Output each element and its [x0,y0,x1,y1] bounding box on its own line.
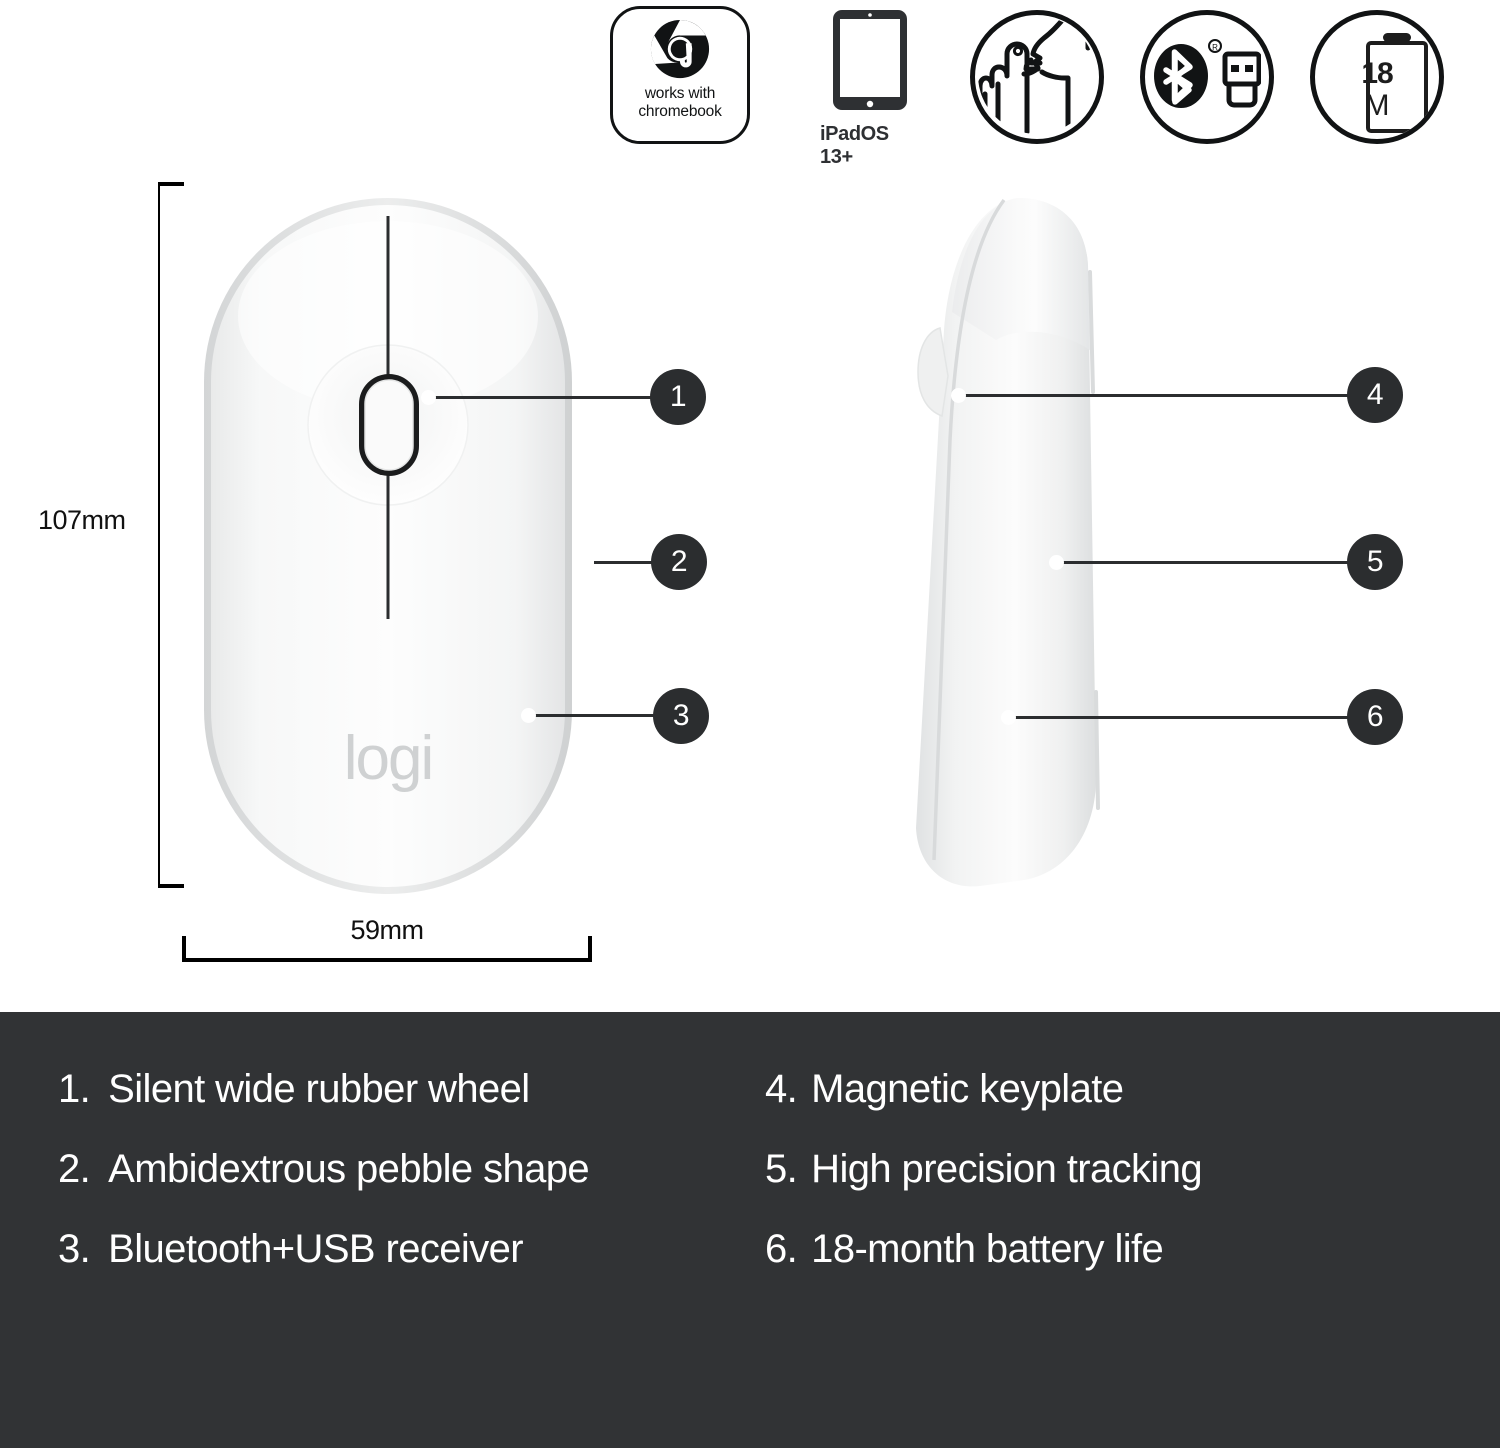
caption-item-4: 4. Magnetic keyplate [765,1064,1405,1114]
callout-5-anchor-dot [1049,555,1064,570]
caption-3-text: Bluetooth+USB receiver [108,1227,523,1271]
caption-item-2: 2. Ambidextrous pebble shape [58,1144,758,1194]
callout-1-anchor-dot [421,390,436,405]
callout-1[interactable]: 1 [650,369,706,425]
caption-6-number: 6. [765,1227,798,1271]
width-dimension-label: 59mm [350,915,424,945]
callout-6-anchor-dot [1001,710,1016,725]
caption-4-text: Magnetic keyplate [811,1067,1124,1111]
width-dimension-bracket [182,936,592,962]
callout-6-leader-line [1010,716,1350,719]
battery-icon: 18 M [1361,33,1429,133]
silent-shush-face-icon [976,15,1098,139]
caption-2-number: 2. [58,1147,91,1191]
callout-3-anchor-dot [521,708,536,723]
callout-4[interactable]: 4 [1347,367,1403,423]
callout-6[interactable]: 6 [1347,689,1403,745]
callout-5[interactable]: 5 [1347,534,1403,590]
compatibility-badge-strip: works with chromebook iPadOS 13+ [0,0,1500,168]
callout-4-leader-line [960,394,1350,397]
badge-silent-clicks [970,10,1104,144]
svg-text:R: R [1212,43,1218,52]
caption-3-number: 3. [58,1227,91,1271]
caption-1-number: 1. [58,1067,91,1111]
caption-item-3: 3. Bluetooth+USB receiver [58,1224,758,1274]
svg-text:logi: logi [344,724,433,793]
caption-column-left: 1. Silent wide rubber wheel 2. Ambidextr… [58,1064,758,1304]
caption-1-text: Silent wide rubber wheel [108,1067,530,1111]
caption-item-5: 5. High precision tracking [765,1144,1405,1194]
caption-2-text: Ambidextrous pebble shape [108,1147,590,1191]
mouse-side-view [900,180,1120,900]
mouse-top-view: logi [202,196,574,896]
callout-3[interactable]: 3 [653,688,709,744]
caption-item-6: 6. 18-month battery life [765,1224,1405,1274]
badge-battery-life: 18 M [1310,10,1444,144]
badge-bluetooth-usb: R [1140,10,1274,144]
callout-5-leader-line [1058,561,1350,564]
chrome-logo-icon [649,18,711,85]
logi-brand-mark: logi [344,724,435,793]
badge-ipados-label: iPadOS 13+ [820,123,889,168]
ipad-tablet-icon [831,8,909,117]
badge-ipados: iPadOS 13+ [820,8,920,168]
caption-5-text: High precision tracking [811,1147,1203,1191]
caption-6-text: 18-month battery life [811,1227,1164,1271]
product-diagram: 107mm 59mm [38,180,1403,962]
caption-item-1: 1. Silent wide rubber wheel [58,1064,758,1114]
height-dimension-bracket [158,182,184,888]
callout-3-leader-line [527,714,687,717]
callout-2[interactable]: 2 [651,534,707,590]
height-dimension-label: 107mm [38,505,126,535]
badge-chromebook-line2: chromebook [638,103,722,120]
bluetooth-and-usb-receiver-icon: R [1153,32,1262,123]
feature-caption-panel: 1. Silent wide rubber wheel 2. Ambidextr… [0,1012,1500,1448]
callout-1-leader-line [424,396,662,399]
badge-works-with-chromebook: works with chromebook [610,6,750,144]
badge-chromebook-line1: works with [644,85,716,102]
caption-5-number: 5. [765,1147,798,1191]
callout-4-anchor-dot [951,388,966,403]
caption-4-number: 4. [765,1067,798,1111]
callout-2-leader-line [594,561,664,564]
caption-column-right: 4. Magnetic keyplate 5. High precision t… [765,1064,1405,1304]
